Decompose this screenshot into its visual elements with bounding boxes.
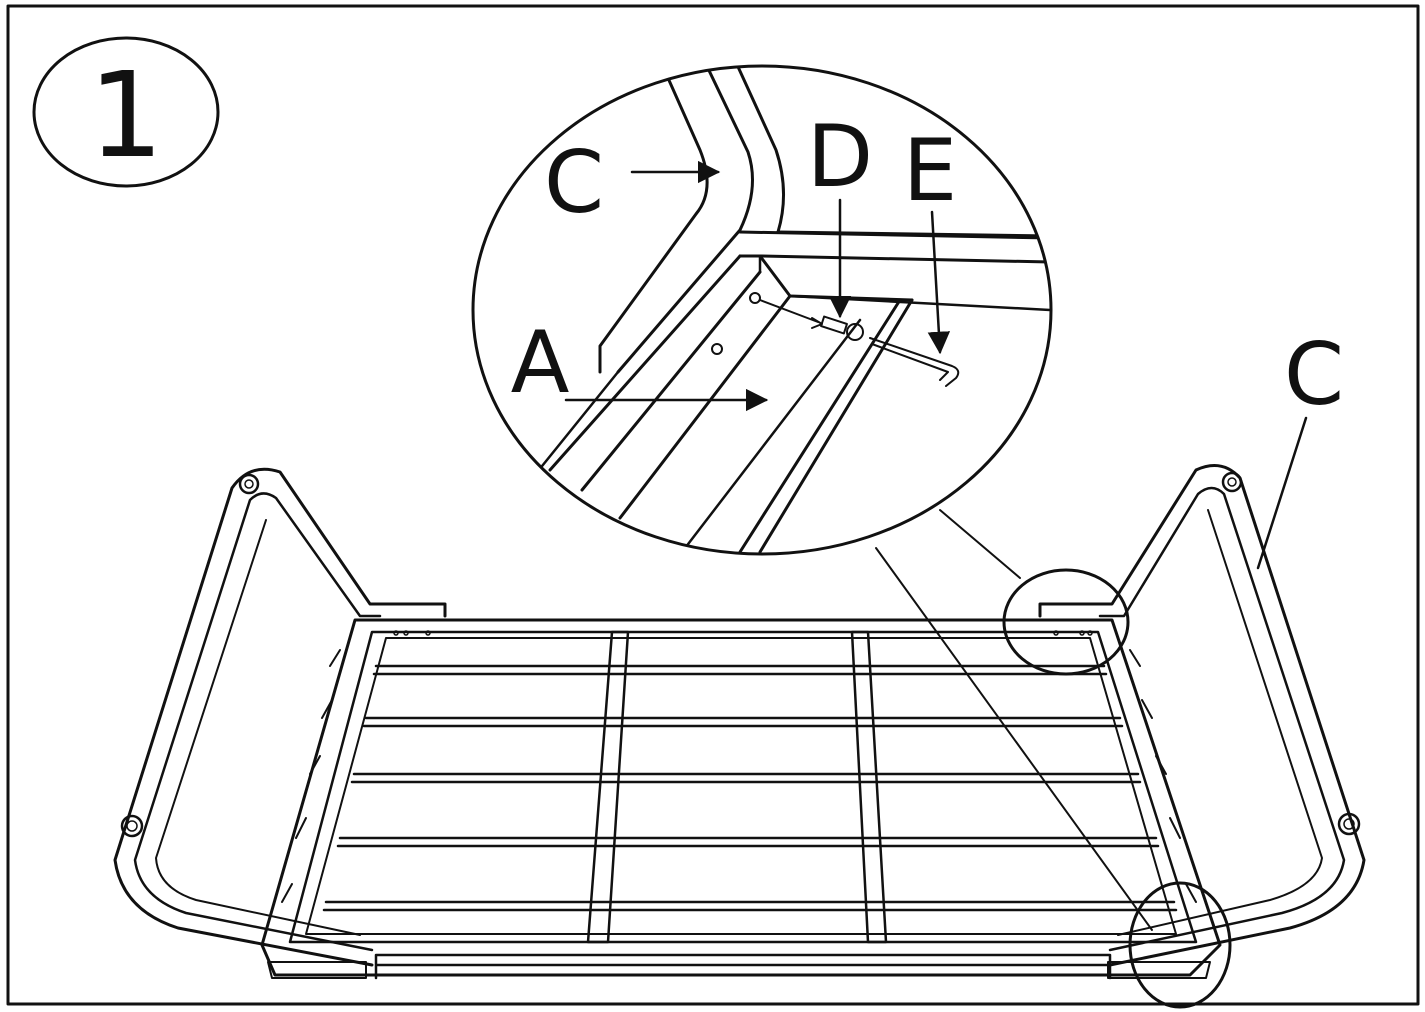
left-top-bolt (238, 473, 260, 495)
hex-key-e (869, 337, 960, 387)
label-c-detail: C (544, 133, 604, 233)
label-c-right-leader (1256, 416, 1308, 570)
right-side-bolt (1337, 812, 1361, 836)
right-top-bolt (1221, 471, 1243, 493)
front-rail (374, 953, 1112, 980)
callout-leader-line (939, 509, 1021, 579)
seat-frame-outer (260, 618, 1222, 977)
support-bars (586, 630, 888, 944)
step-badge: 1 (32, 36, 220, 188)
label-e-arrow (927, 210, 951, 355)
label-a: A (511, 313, 570, 413)
bench-frame (113, 464, 1366, 1009)
label-c-right: C (1284, 325, 1344, 425)
right-side-frame (1038, 464, 1366, 967)
label-e: E (903, 121, 957, 221)
detail-callout-bottom (1128, 881, 1232, 1009)
label-d: D (807, 107, 873, 207)
zoom-detail-ring (471, 64, 1053, 556)
seat-slats (322, 664, 1178, 912)
diagram-border (6, 4, 1420, 1006)
bolt-d (759, 299, 864, 341)
left-side-frame (113, 467, 447, 967)
zoom-detail: C D E A (471, 64, 1053, 556)
step-badge-ring (32, 36, 220, 188)
detail-callout-top (1002, 568, 1130, 676)
left-side-bolt (120, 814, 144, 838)
step-number: 1 (88, 46, 163, 184)
